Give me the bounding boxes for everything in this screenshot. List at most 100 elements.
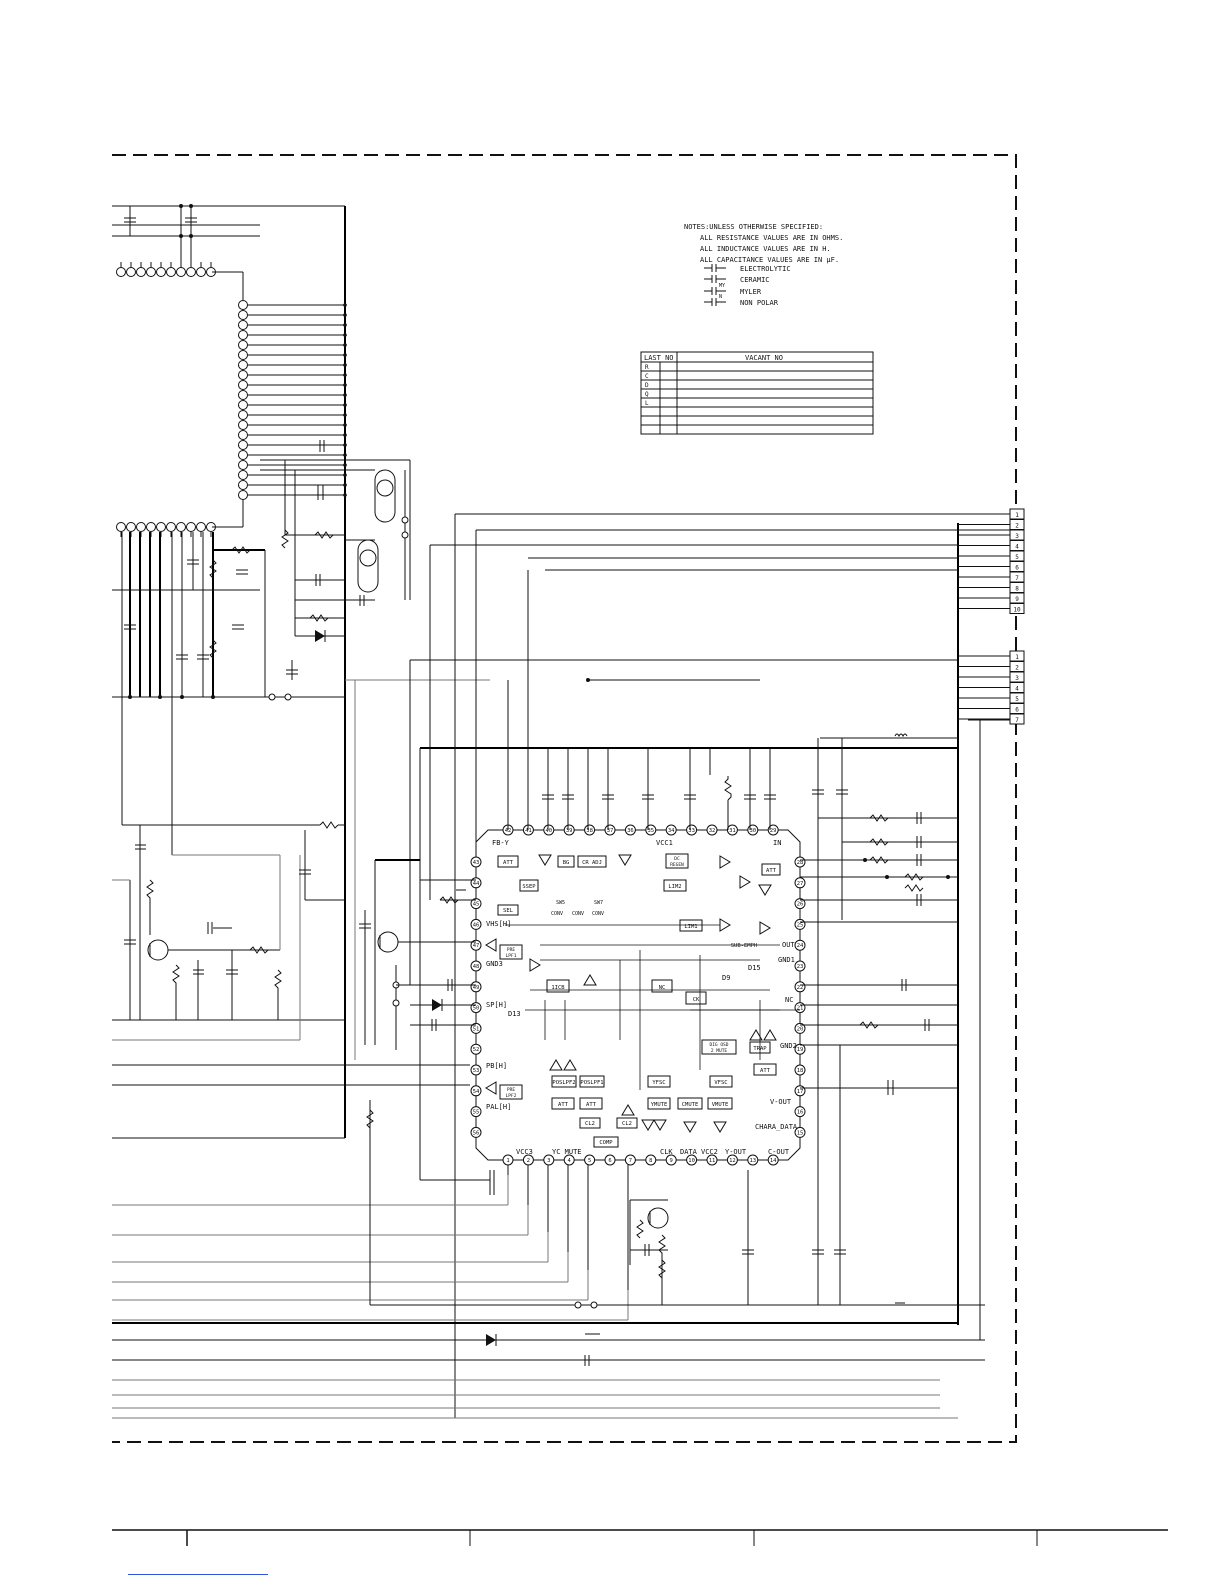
terminal-circle (166, 522, 176, 532)
connector-a-pin-label: 10 (1013, 607, 1021, 614)
junction-dot (343, 403, 347, 407)
ic-block-label: 1ICB (551, 985, 565, 991)
ic-block-label: POSLPF2 (552, 1080, 575, 1086)
connector-a-pin-label: 4 (1015, 544, 1019, 551)
terminal-circle (156, 522, 166, 532)
ic-label-yout: Y-OUT (725, 1148, 747, 1156)
terminal-circle (238, 320, 248, 330)
ic-block-label: PRE (507, 1087, 515, 1093)
title-strip (112, 1529, 1168, 1546)
ic-block-att1 (497, 855, 519, 868)
legend-myler: MYLER (740, 288, 762, 296)
ic-block-bg (557, 855, 575, 868)
ic-pin (645, 1154, 657, 1166)
ic-pin (794, 1064, 806, 1076)
ic-pin-number: 2 (527, 1158, 530, 1164)
ref-d15: D15 (748, 964, 761, 972)
amplifier-triangle (618, 854, 632, 866)
ic-block-cl2a (579, 1117, 601, 1129)
notes-block: NOTES:UNLESS OTHERWISE SPECIFIED: ALL RE… (684, 223, 843, 307)
ic-block-yfsc (647, 1075, 671, 1088)
ic-pin (584, 824, 596, 836)
ic-block-lim2 (663, 879, 687, 892)
terminal-circle (238, 390, 248, 400)
terminal-circle (238, 440, 248, 450)
ic-label-fb-y: FB-Y (492, 839, 510, 847)
ic-block-label: COMP (599, 1140, 613, 1146)
ic-pin-number: 29 (770, 828, 777, 834)
ic-pin-number: 23 (797, 964, 804, 970)
ic-pin (624, 824, 636, 836)
ic-block-ymute (647, 1097, 671, 1110)
notes-line-resistance: ALL RESISTANCE VALUES ARE IN OHMS. (700, 234, 843, 242)
terminal-circle (238, 490, 248, 500)
ic-block-cradj (577, 855, 607, 868)
amplifier-triangle (763, 1029, 777, 1041)
terminal-circle (186, 267, 196, 277)
amplifier-triangle (713, 1121, 727, 1133)
table-row-label: R (645, 364, 649, 371)
amplifier-triangle (719, 855, 731, 869)
terminal-circle (176, 267, 186, 277)
ic-pin (470, 898, 482, 910)
ic-pin (794, 1106, 806, 1118)
amplifier-triangle (739, 875, 751, 889)
ic-block-label: YMUTE (651, 1102, 668, 1108)
connector-bus (957, 513, 1010, 1340)
ref-d9: D9 (722, 974, 730, 982)
connector-a-pin-label: 5 (1015, 554, 1019, 561)
junction-dot (343, 343, 347, 347)
ic-block-label: LPF1 (506, 953, 517, 959)
ic-pin (794, 939, 806, 951)
ic-block-label: POSLPF1 (580, 1080, 603, 1086)
junction-dot (343, 323, 347, 327)
ic-pin-number: 18 (797, 1068, 804, 1074)
amplifier-triangle (641, 1119, 655, 1131)
ic-pin-number: 22 (797, 985, 804, 991)
terminal-circle (238, 450, 248, 460)
ic-block-label: LPF2 (506, 1093, 517, 1099)
ic-block-att2 (761, 863, 781, 876)
ic-pin (665, 1154, 677, 1166)
ic-block-nc_block (651, 979, 673, 993)
ic-pin-number: 26 (797, 902, 804, 908)
ic-pin (767, 824, 779, 836)
ic-pin-number: 5 (588, 1158, 591, 1164)
ic-pin-number: 43 (473, 860, 480, 866)
ic-block-label: CK (693, 997, 700, 1003)
ic-pin-number: 6 (608, 1158, 611, 1164)
ic-block-label: CR ADJ (582, 860, 602, 866)
ic-block-ck (685, 991, 707, 1005)
ic-label-gnd1: GND1 (778, 956, 795, 964)
ic-pin-number: 56 (473, 1130, 480, 1136)
terminal-circle (238, 300, 248, 310)
terminal-circle (238, 330, 248, 340)
ic-pin (767, 1154, 779, 1166)
ic-block-att4 (579, 1097, 603, 1110)
ic-block-prelpf1 (499, 944, 523, 960)
ic-pin-number: 1 (506, 1158, 509, 1164)
junction-dot (343, 333, 347, 337)
footer-link-underline[interactable] (128, 1574, 268, 1575)
ic-block-icb (546, 979, 570, 993)
ic-pin (794, 1022, 806, 1034)
junction-dot (343, 483, 347, 487)
ic-pin (665, 824, 677, 836)
ic-pin-number: 33 (688, 828, 695, 834)
junction-dot (343, 473, 347, 477)
terminal-circle (156, 267, 166, 277)
ic-block-label: ATT (766, 868, 777, 874)
ic-pin-number: 35 (647, 828, 654, 834)
legend-non-polar: NON POLAR (740, 299, 779, 307)
ic-label-vout: V-OUT (770, 1098, 792, 1106)
ic-pin (706, 1154, 718, 1166)
terminal-circle (238, 340, 248, 350)
table-row-label: Q (645, 391, 649, 398)
junction-dot (343, 463, 347, 467)
ic-pin (470, 939, 482, 951)
connector-b-pin-label: 6 (1015, 707, 1019, 714)
connector-b-pin-label: 3 (1015, 675, 1019, 682)
terminal-circle (146, 267, 156, 277)
